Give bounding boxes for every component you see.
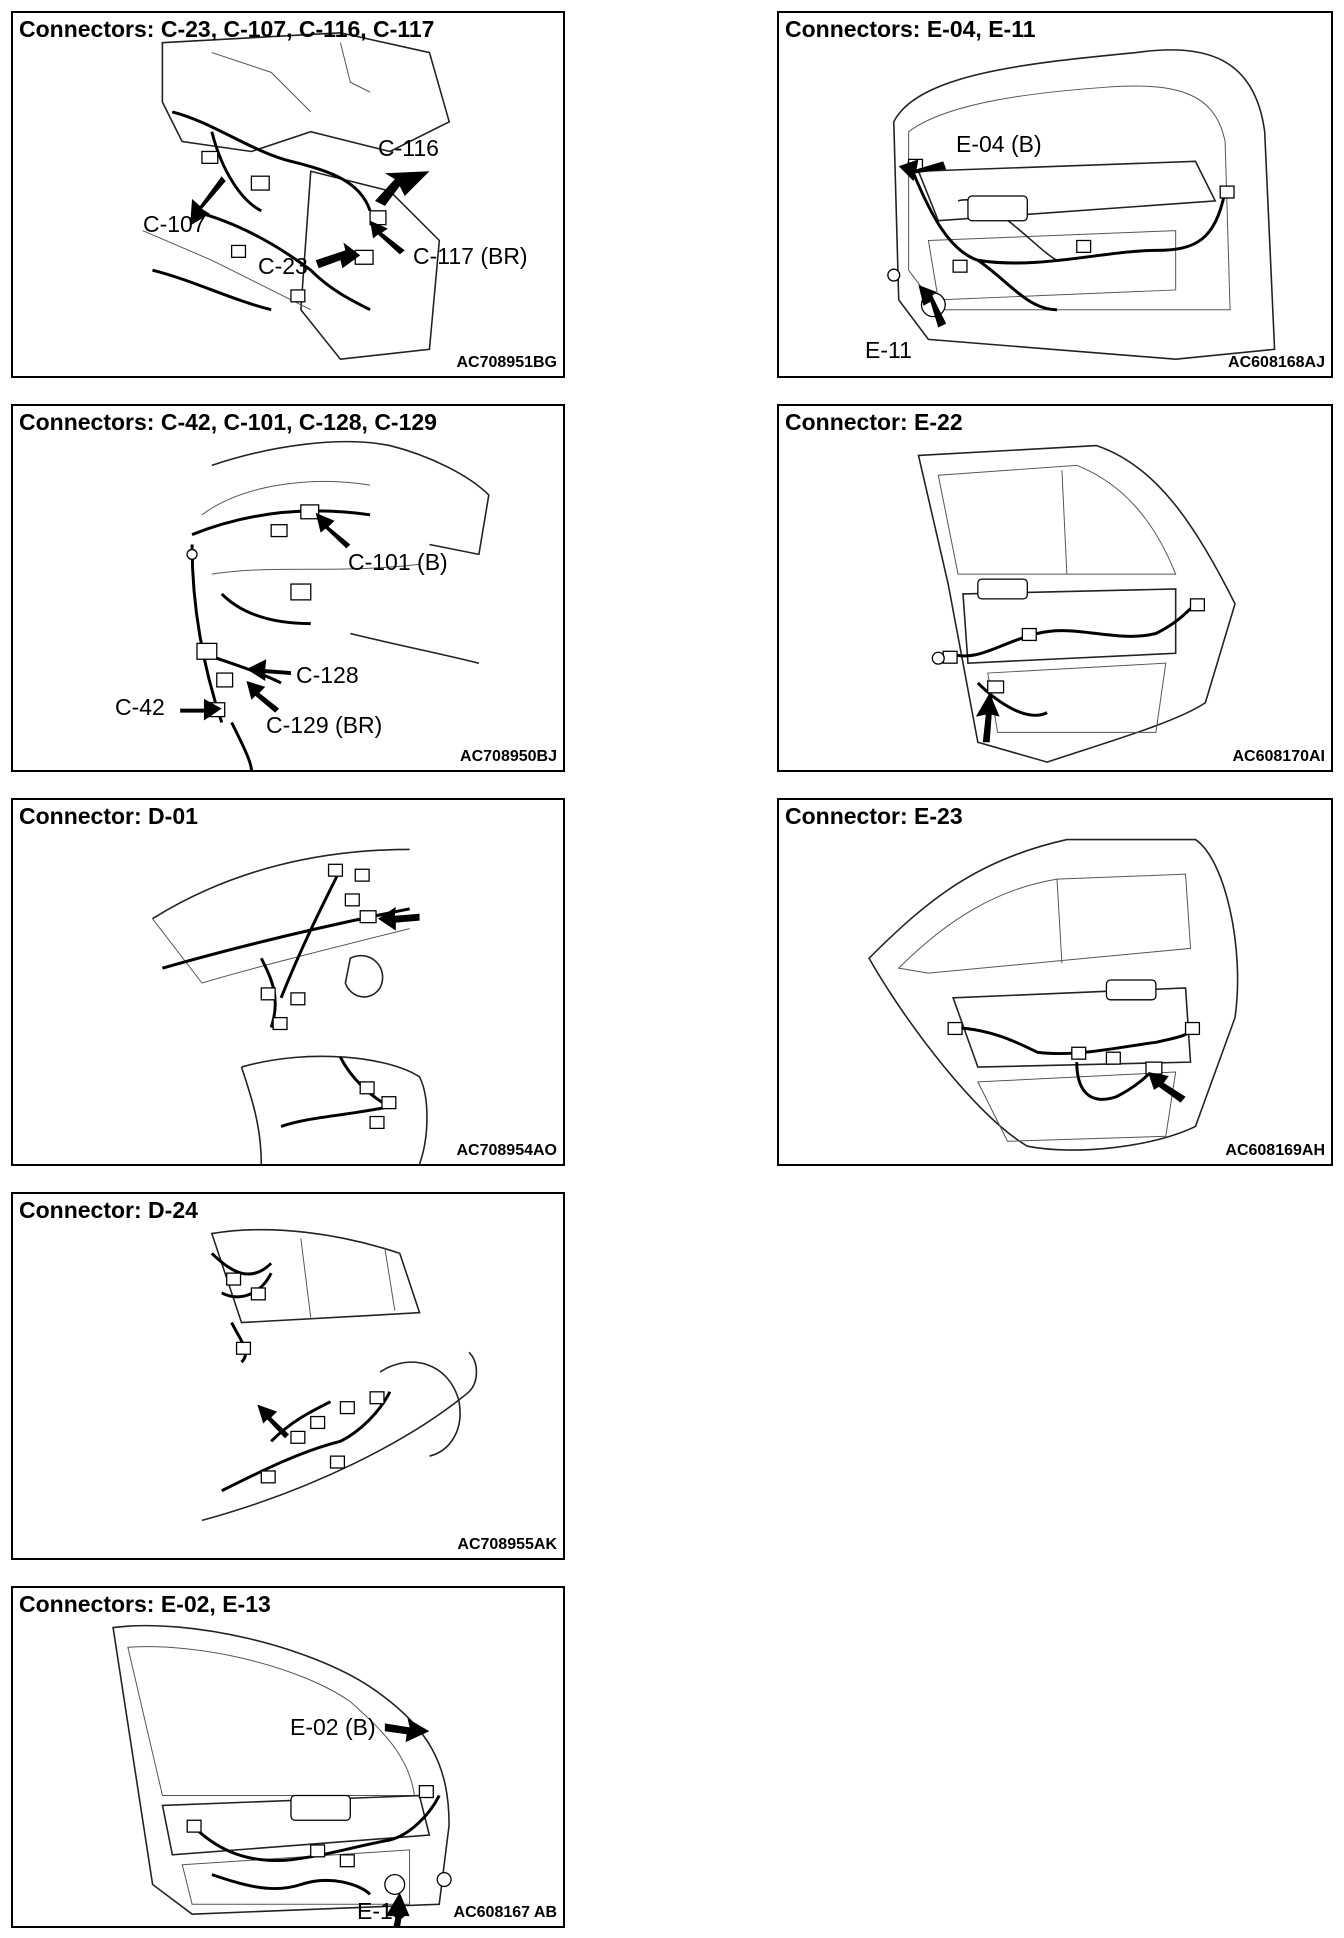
rear-door-harness-illustration [779,406,1331,770]
callout-label: E-02 (B) [290,1714,376,1740]
panel-title: Connector: D-24 [19,1197,198,1223]
connector-panel-d24: Connector: D-24 AC708955AK [11,1192,565,1560]
connector-panel-e22: Connector: E-22 AC608170AI [777,404,1333,772]
figure-code: AC608170AI [1232,748,1326,765]
callout-label: C-42 [115,694,165,720]
front-door-harness-illustration [13,1588,563,1926]
dashboard-lower-harness-illustration [13,406,563,770]
panel-title: Connectors: E-04, E-11 [785,16,1036,42]
figure-code: AC708955AK [457,1536,557,1553]
dashboard-harness-illustration [13,13,563,376]
callout-label: E-13 [357,1898,406,1924]
connector-panel-c42-c101-c128-c129: Connectors: C-42, C-101, C-128, C-129 C-… [11,404,565,772]
figure-code: AC608168AJ [1228,354,1325,371]
panel-title: Connector: D-01 [19,803,198,829]
callout-label: C-117 (BR) [413,243,528,269]
panel-title: Connectors: C-23, C-107, C-116, C-117 [19,16,435,42]
figure-code: AC708954AO [456,1142,558,1159]
rear-door-harness-illustration [779,800,1331,1164]
figure-code: AC708951BG [456,354,558,371]
connector-panel-e04-e11: Connectors: E-04, E-11 E-04 (B) E-11 AC6… [777,11,1333,378]
callout-label: C-116 [378,135,439,161]
panel-title: Connectors: C-42, C-101, C-128, C-129 [19,409,437,435]
connector-panel-c23-c107-c116-c117: Connectors: C-23, C-107, C-116, C-117 C-… [11,11,565,378]
panel-title: Connectors: E-02, E-13 [19,1591,271,1617]
callout-label: E-11 [865,337,912,363]
figure-code: AC708950BJ [460,748,557,765]
figure-code: AC608169AH [1225,1142,1325,1159]
panel-title: Connector: E-23 [785,803,963,829]
rear-floor-harness-illustration [13,1194,563,1558]
callout-label: C-129 (BR) [266,712,383,738]
callout-label: C-101 (B) [348,549,448,575]
panel-title: Connector: E-22 [785,409,963,435]
figure-code: AC608167 AB [453,1904,557,1921]
front-door-harness-illustration [779,13,1331,376]
connector-panel-e23: Connector: E-23 AC608169AH [777,798,1333,1166]
callout-label: C-128 [296,662,359,688]
callout-label: C-23 [258,253,308,279]
callout-label: C-107 [143,211,206,237]
connector-panel-e02-e13: Connectors: E-02, E-13 E-02 (B) E-13 AC6… [11,1586,565,1928]
roof-pillar-harness-illustration [13,800,563,1164]
connector-panel-d01: Connector: D-01 AC708954AO [11,798,565,1166]
callout-label: E-04 (B) [956,131,1042,157]
